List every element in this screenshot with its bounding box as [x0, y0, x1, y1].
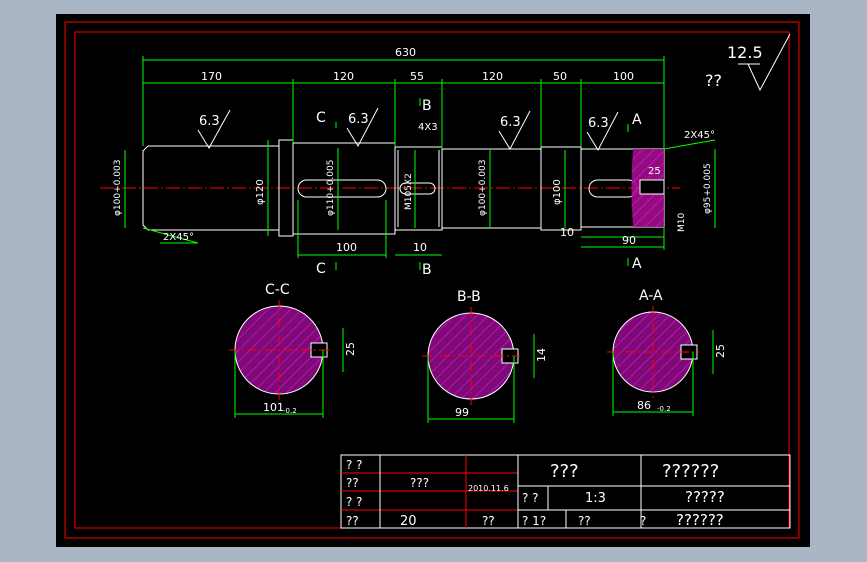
section-width: 101 — [263, 401, 284, 414]
tb-r2c5: 1:3 — [585, 491, 606, 506]
section-mark-b-top: B — [422, 98, 432, 114]
section-title: C-C — [265, 282, 290, 298]
chamfer-right: 2X45° — [684, 130, 715, 141]
section-width-tol: -0.2 — [657, 405, 671, 413]
tb-r1c5: ??? — [550, 461, 579, 482]
tb-r2c6: ????? — [685, 488, 725, 506]
tb-r4c6: ? — [640, 514, 646, 528]
dim-seg-4: 120 — [482, 70, 503, 83]
finish-mark-3: 6.3 — [500, 115, 521, 130]
tb-r1c6: ?????? — [662, 461, 719, 482]
section-width-tol: -0.2 — [283, 407, 297, 415]
section-title: A-A — [639, 288, 663, 304]
dia-4: M105X2 — [404, 173, 414, 210]
tb-r1c1: ? ? — [346, 458, 363, 472]
section-mark-c-top: C — [316, 110, 326, 126]
tb-r2c4: ? ? — [522, 491, 539, 505]
tb-r4c2: 20 — [400, 514, 417, 529]
dim-seg-6: 100 — [613, 70, 634, 83]
section-mark-a-bottom: A — [632, 256, 642, 272]
tb-r4c4: ? 1? — [522, 514, 546, 528]
top-dimensions — [124, 56, 716, 270]
key-size: 4X3 — [418, 122, 438, 133]
roughness-symbol: 12.5 ?? — [705, 33, 791, 92]
dimension-text: 630 170 120 55 120 50 100 6.3 6.3 6.3 6.… — [113, 46, 715, 278]
section-1: B-B 99 14 — [422, 289, 548, 423]
tb-r4c5: ?? — [578, 514, 591, 528]
dim-seg-5: 50 — [553, 70, 567, 83]
section-mark-a-top: A — [632, 112, 642, 128]
dim-overall: 630 — [395, 46, 416, 59]
section-width: 86 — [637, 399, 651, 412]
finish-mark-2: 6.3 — [348, 112, 369, 127]
dia-7: φ95+0.005 — [703, 163, 713, 214]
roughness-label: ?? — [705, 71, 722, 90]
dia-6: φ100 — [552, 179, 563, 205]
finish-mark-1: 6.3 — [199, 114, 220, 129]
section-title: B-B — [457, 289, 481, 305]
section-mark-b-bottom: B — [422, 262, 432, 278]
finish-mark-4: 6.3 — [588, 116, 609, 131]
tb-r3c1: ? ? — [346, 495, 363, 509]
dim-bottom-1: 100 — [336, 241, 357, 254]
finish-symbols — [197, 107, 619, 152]
tb-r2c2: ??? — [410, 476, 429, 490]
dim-bottom-3: 10 — [560, 226, 574, 239]
section-key: 14 — [535, 348, 548, 362]
outer-frame — [64, 21, 800, 539]
tb-r2c1: ?? — [346, 476, 359, 490]
end-section-hatch — [631, 149, 665, 227]
dia-2: φ120 — [255, 179, 266, 205]
section-2: A-A 86 -0.2 25 — [607, 288, 727, 416]
chamfer-left: 2X45° — [163, 232, 194, 243]
dia-3: φ110+0.005 — [326, 160, 336, 216]
tb-r2c3: 2010.11.6 — [468, 484, 509, 493]
keyway-width: 25 — [648, 166, 661, 177]
thread-m10: M10 — [677, 213, 687, 232]
dia-5: φ100+0.003 — [478, 160, 488, 216]
tb-r4c7: ?????? — [676, 511, 724, 529]
tb-r4c1: ?? — [346, 514, 359, 528]
roughness-value: 12.5 — [727, 43, 763, 62]
section-key: 25 — [344, 342, 357, 356]
section-mark-c-bottom: C — [316, 261, 326, 277]
dim-bottom-4: 90 — [622, 234, 636, 247]
drawing-canvas[interactable] — [56, 14, 810, 547]
dim-bottom-2: 10 — [413, 241, 427, 254]
title-block: ? ? ??? ?????? ?? ??? 2010.11.6 ? ? 1:3 … — [340, 454, 791, 529]
section-width: 99 — [455, 406, 469, 419]
dim-seg-3: 55 — [410, 70, 424, 83]
section-key: 25 — [714, 344, 727, 358]
dim-seg-1: 170 — [201, 70, 222, 83]
tb-r4c3: ?? — [482, 514, 495, 528]
section-0: C-C 101-0.2 25 — [229, 282, 357, 418]
dia-1: φ100+0.003 — [113, 160, 123, 216]
dim-seg-2: 120 — [333, 70, 354, 83]
